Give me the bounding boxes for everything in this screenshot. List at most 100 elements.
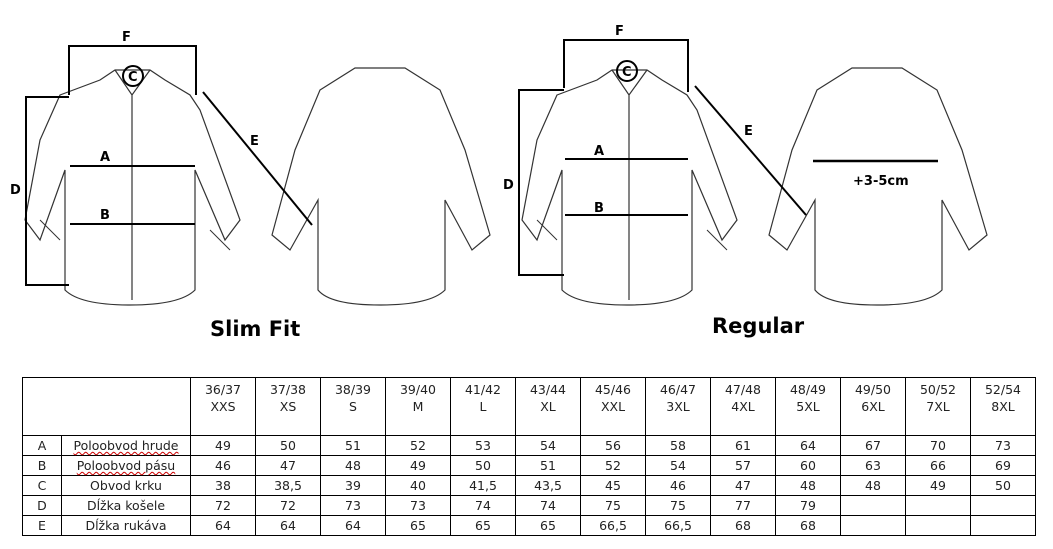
value-cell: 49 [905, 475, 971, 496]
size-code: XXS [210, 399, 236, 414]
value-cell: 75 [645, 495, 711, 516]
label-a: A [594, 144, 604, 159]
value-cell: 52 [580, 455, 646, 476]
value-cell: 47 [710, 475, 776, 496]
row-name-text: Poloobvod hrude [73, 438, 179, 453]
value-cell: 69 [970, 455, 1036, 476]
row-name: Poloobvod pásu [61, 455, 191, 476]
size-code: XL [540, 399, 556, 414]
value-cell: 40 [385, 475, 451, 496]
value-cell: 60 [775, 455, 841, 476]
value-cell: 74 [450, 495, 516, 516]
label-b: B [594, 201, 604, 216]
row-name: Obvod krku [61, 475, 191, 496]
value-cell: 39 [320, 475, 386, 496]
size-header: 46/47 3XL [645, 377, 711, 436]
corner-cell [22, 377, 191, 436]
value-cell: 74 [515, 495, 581, 516]
value-cell: 73 [970, 435, 1036, 456]
row-letter: C [22, 475, 62, 496]
value-cell: 38,5 [255, 475, 321, 496]
value-cell [905, 515, 971, 536]
value-cell: 54 [515, 435, 581, 456]
value-cell: 54 [645, 455, 711, 476]
regular-diagram: F C A B D E +3-5cm [503, 24, 988, 306]
size-number: 39/40 [399, 382, 437, 397]
back-note: +3-5cm [853, 174, 909, 189]
size-code: 6XL [861, 399, 885, 414]
row-name: Poloobvod hrude [61, 435, 191, 456]
size-header: 50/52 7XL [905, 377, 971, 436]
slim-fit-title: Slim Fit [210, 317, 301, 341]
row-letter: D [22, 495, 62, 516]
label-b: B [100, 208, 110, 223]
value-cell: 64 [255, 515, 321, 536]
size-number: 43/44 [529, 382, 567, 397]
value-cell: 77 [710, 495, 776, 516]
size-code: 3XL [666, 399, 690, 414]
size-number: 45/46 [594, 382, 632, 397]
label-f: F [615, 24, 624, 39]
value-cell: 52 [385, 435, 451, 456]
size-number: 36/37 [204, 382, 242, 397]
value-cell: 48 [775, 475, 841, 496]
value-cell: 38 [190, 475, 256, 496]
size-number: 50/52 [919, 382, 957, 397]
size-header: 49/50 6XL [840, 377, 906, 436]
value-cell: 70 [905, 435, 971, 456]
size-code: 5XL [796, 399, 820, 414]
value-cell: 73 [320, 495, 386, 516]
label-f: F [122, 30, 131, 45]
value-cell [905, 495, 971, 516]
row-name-text: Dĺžka košele [86, 498, 166, 513]
size-code: 7XL [926, 399, 950, 414]
value-cell: 49 [385, 455, 451, 476]
label-a: A [100, 150, 110, 165]
row-name: Dĺžka rukáva [61, 515, 191, 536]
label-e: E [744, 124, 753, 139]
row-letter: E [22, 515, 62, 536]
value-cell: 64 [775, 435, 841, 456]
value-cell: 51 [320, 435, 386, 456]
size-number: 47/48 [724, 382, 762, 397]
value-cell: 48 [840, 475, 906, 496]
value-cell: 66,5 [645, 515, 711, 536]
size-number: 46/47 [659, 382, 697, 397]
size-number: 48/49 [789, 382, 827, 397]
value-cell [970, 495, 1036, 516]
value-cell: 79 [775, 495, 841, 516]
value-cell [840, 495, 906, 516]
value-cell: 48 [320, 455, 386, 476]
size-code: 4XL [731, 399, 755, 414]
value-cell: 73 [385, 495, 451, 516]
value-cell: 53 [450, 435, 516, 456]
value-cell: 72 [255, 495, 321, 516]
value-cell: 49 [190, 435, 256, 456]
size-code: XXL [600, 399, 626, 414]
size-number: 41/42 [464, 382, 502, 397]
size-header: 48/49 5XL [775, 377, 841, 436]
value-cell: 47 [255, 455, 321, 476]
size-number: 49/50 [854, 382, 892, 397]
value-cell: 61 [710, 435, 776, 456]
value-cell: 65 [385, 515, 451, 536]
value-cell: 65 [515, 515, 581, 536]
row-letter: B [22, 455, 62, 476]
value-cell: 50 [970, 475, 1036, 496]
value-cell: 56 [580, 435, 646, 456]
value-cell: 41,5 [450, 475, 516, 496]
value-cell: 58 [645, 435, 711, 456]
value-cell: 72 [190, 495, 256, 516]
value-cell: 51 [515, 455, 581, 476]
row-name: Dĺžka košele [61, 495, 191, 516]
size-code: L [479, 399, 487, 414]
value-cell: 68 [710, 515, 776, 536]
